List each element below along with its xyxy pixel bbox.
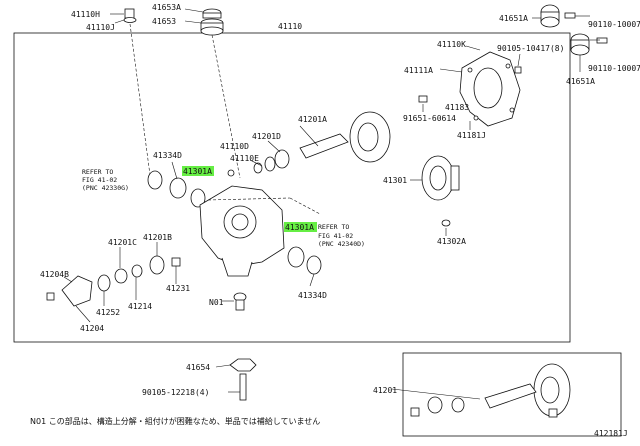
label-41181j: 41181J xyxy=(457,131,486,140)
label-41201b: 41201B xyxy=(143,233,172,242)
ref-left-line3: (PNC 42330G) xyxy=(82,184,129,192)
label-41231: 41231 xyxy=(166,284,190,293)
companion-flange-part xyxy=(46,255,181,307)
label-41214: 41214 xyxy=(128,302,152,311)
label-41110h: 41110H xyxy=(71,10,100,19)
label-n01: N01 xyxy=(209,298,224,307)
label-41651a-mid: 41651A xyxy=(566,77,595,86)
label-91651: 91651-60614 xyxy=(403,114,456,123)
label-41110k: 41110K xyxy=(437,40,466,49)
carrier-housing-part xyxy=(199,185,285,277)
side-bearing-right-part xyxy=(287,246,322,275)
inset-ring-pinion-part xyxy=(410,363,571,418)
breather-part xyxy=(233,292,247,311)
label-41654: 41654 xyxy=(186,363,210,372)
label-41110d: 41110D xyxy=(220,142,249,151)
pinion-bearing-part xyxy=(227,149,290,177)
label-41653: 41653 xyxy=(152,17,176,26)
label-41301: 41301 xyxy=(383,176,407,185)
drain-plug-part xyxy=(123,8,137,23)
mount-nut-part xyxy=(229,358,257,401)
mount-cushion-part xyxy=(200,8,224,36)
label-41183: 41183 xyxy=(445,103,469,112)
rear-mount-part-top xyxy=(540,4,576,28)
label-90110-mid: 90110-10007 xyxy=(588,64,640,73)
label-41302a: 41302A xyxy=(437,237,466,246)
side-bearing-left-part xyxy=(147,170,206,208)
differential-case-part xyxy=(421,155,460,227)
main-assembly-frame xyxy=(13,32,571,343)
label-41301a-1[interactable]: 41301A xyxy=(183,167,212,176)
footnote: N01 この部品は、構造上分解・組付けが困難なため、単品では補給していません xyxy=(30,416,320,426)
inset-frame xyxy=(402,352,622,437)
label-41204: 41204 xyxy=(80,324,104,333)
label-41201d: 41201D xyxy=(252,132,281,141)
ref-left-line1: REFER TO xyxy=(82,168,113,176)
label-90105-10417: 90105-10417(8) xyxy=(497,44,564,53)
label-41201-inset: 41201 xyxy=(373,386,397,395)
highlight-41301a-2 xyxy=(284,222,317,232)
label-41653a: 41653A xyxy=(152,3,181,12)
ref-right-line2: FIG 41-02 xyxy=(318,232,353,240)
label-90105-12218: 90105-12218(4) xyxy=(142,388,209,397)
label-41204b: 41204B xyxy=(40,270,69,279)
ring-gear-part xyxy=(299,111,391,163)
highlight-41301a-1 xyxy=(182,166,214,176)
label-90110-top: 90110-10007 xyxy=(588,20,640,29)
differential-cover-part xyxy=(418,51,522,127)
label-41301a-2[interactable]: 41301A xyxy=(285,223,314,232)
ref-right-line3: (PNC 42340D) xyxy=(318,240,365,248)
label-41110j: 41110J xyxy=(86,23,115,32)
ref-right-line1: REFER TO xyxy=(318,223,349,231)
label-41334d: 41334D xyxy=(153,151,182,160)
label-41334d-b: 41334D xyxy=(298,291,327,300)
label-41252: 41252 xyxy=(96,308,120,317)
label-41110: 41110 xyxy=(278,22,302,31)
label-41651a-top: 41651A xyxy=(499,14,528,23)
label-41110e: 41110E xyxy=(230,154,259,163)
label-41201a: 41201A xyxy=(298,115,327,124)
ref-left-line2: FIG 41-02 xyxy=(82,176,117,184)
rear-mount-part-mid xyxy=(570,33,608,56)
label-41201c: 41201C xyxy=(108,238,137,247)
label-41111a: 41111A xyxy=(404,66,433,75)
figure-code: 412181J xyxy=(594,429,628,438)
